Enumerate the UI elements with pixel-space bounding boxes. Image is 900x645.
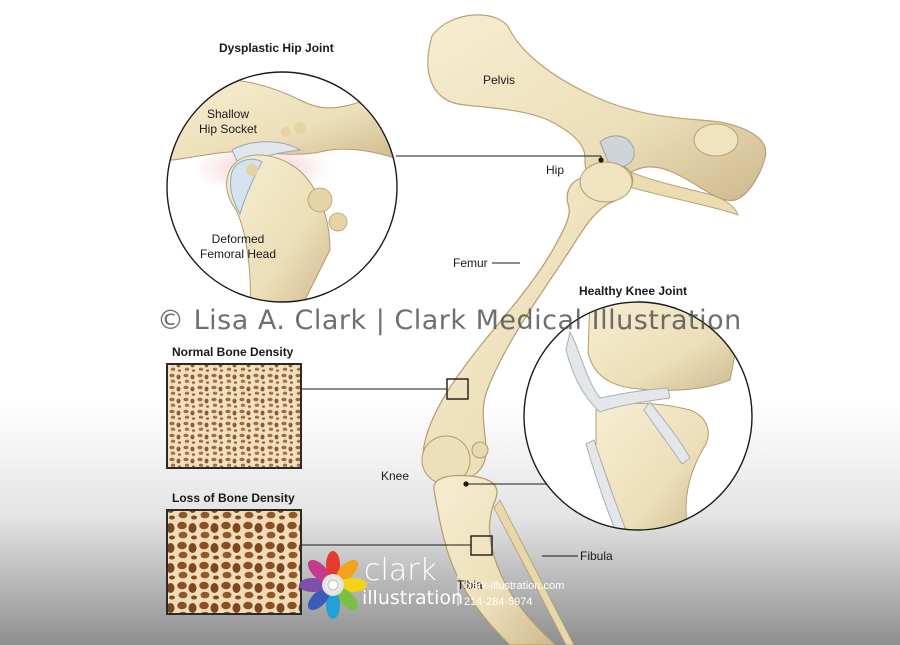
loss-density-texture (166, 509, 302, 615)
hip-label: Hip (546, 163, 565, 177)
hip-marker-dot (598, 157, 604, 163)
leader-lines (300, 155, 602, 557)
pelvis-label: Pelvis (483, 73, 516, 87)
normal-density-texture (166, 363, 302, 469)
loss-bone-density-title: Loss of Bone Density (172, 491, 295, 505)
tibia-label: Tibia (457, 578, 483, 592)
brand-phone: 214-284-5974 (464, 596, 533, 608)
dysplastic-hip-title: Dysplastic Hip Joint (219, 41, 334, 55)
deformed-femoral-head-label: Deformed Femoral Head (199, 232, 277, 261)
fibula-label: Fibula (580, 549, 613, 563)
femur-sample-box (446, 378, 469, 400)
shallow-hip-socket-label: Shallow Hip Socket (198, 107, 258, 136)
copyright-watermark: © Lisa A. Clark | Clark Medical Illustra… (157, 305, 742, 336)
healthy-knee-inset (523, 301, 753, 531)
dysplastic-hip-inset (166, 71, 398, 303)
brand-website: clark-illustration.com (464, 580, 565, 592)
clark-logo-icon (299, 551, 367, 619)
brand-word-clark: clark (364, 553, 437, 588)
knee-label: Knee (381, 469, 410, 483)
tibia-bone (433, 474, 575, 645)
brand-word-illustration: illustration (362, 587, 464, 609)
tibia-sample-box (470, 535, 493, 556)
femur-label: Femur (453, 256, 488, 270)
knee-marker-dot (463, 481, 469, 487)
healthy-knee-title: Healthy Knee Joint (579, 284, 688, 298)
normal-bone-density-title: Normal Bone Density (172, 345, 294, 359)
